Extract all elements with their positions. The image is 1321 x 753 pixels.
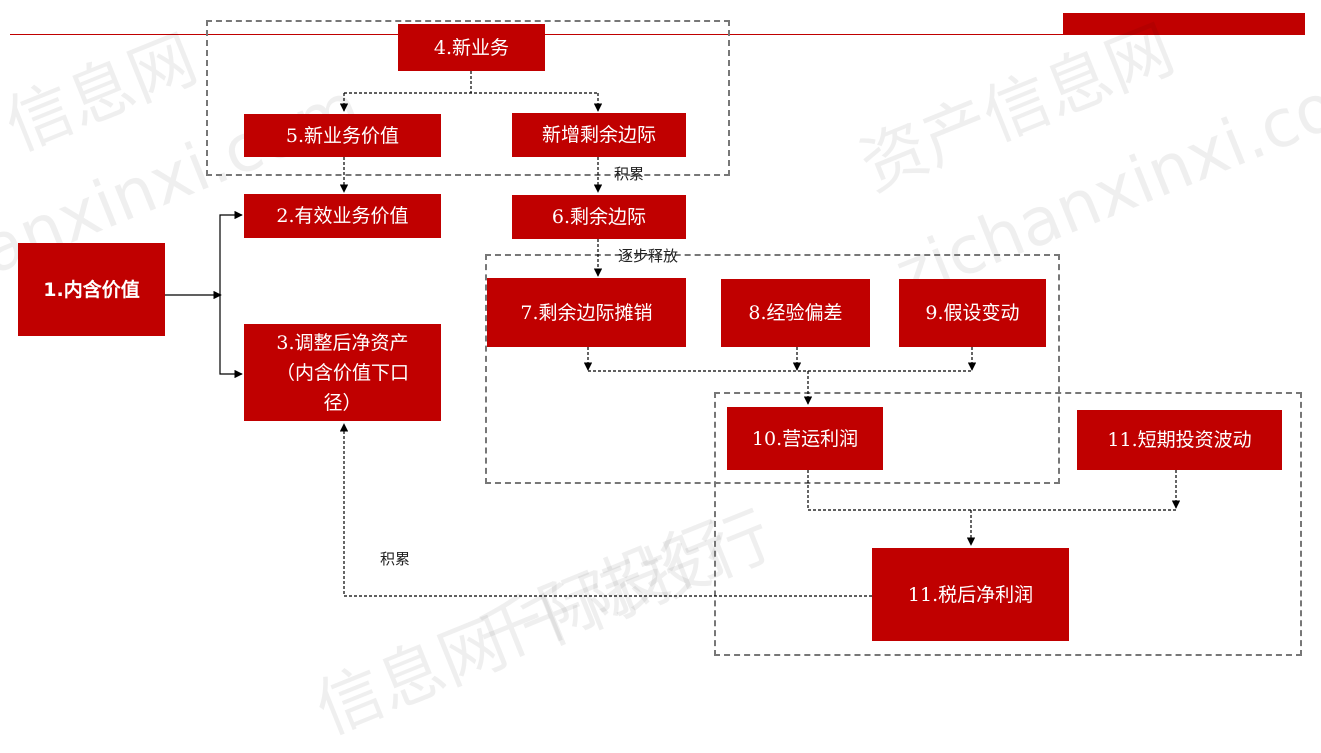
node-in-force-value: 2.有效业务价值 xyxy=(244,194,441,238)
label-accumulate: 积累 xyxy=(614,165,645,183)
node-short-term-investment-volatility: 11.短期投资波动 xyxy=(1077,410,1282,470)
node-operating-profit: 10.营运利润 xyxy=(727,407,883,470)
node-adjusted-net-assets: 3.调整后净资产 （内含价值下口 径） xyxy=(244,324,441,421)
node-residual-margin: 6.剩余边际 xyxy=(512,195,686,239)
node-embedded-value: 1.内含价值 xyxy=(18,243,165,336)
node-assumption-change: 9.假设变动 xyxy=(899,279,1046,347)
node-net-profit-after-tax: 11.税后净利润 xyxy=(872,548,1069,641)
label-gradual-release: 逐步释放 xyxy=(618,247,679,265)
label-accumulate: 积累 xyxy=(380,550,411,568)
header-rule xyxy=(10,34,1305,35)
node-experience-variance: 8.经验偏差 xyxy=(721,279,870,347)
new-business-group-frame xyxy=(206,20,730,176)
header-accent-bar xyxy=(1063,13,1305,34)
node-new-business-value: 5.新业务价值 xyxy=(244,114,441,157)
margin-release-group-frame xyxy=(485,254,1060,484)
node-new-residual-margin: 新增剩余边际 xyxy=(512,113,686,157)
node-margin-amortization: 7.剩余边际摊销 xyxy=(487,278,686,347)
node-new-business: 4.新业务 xyxy=(398,24,545,71)
connector-lines xyxy=(165,71,1181,597)
profit-group-frame xyxy=(714,392,1302,656)
